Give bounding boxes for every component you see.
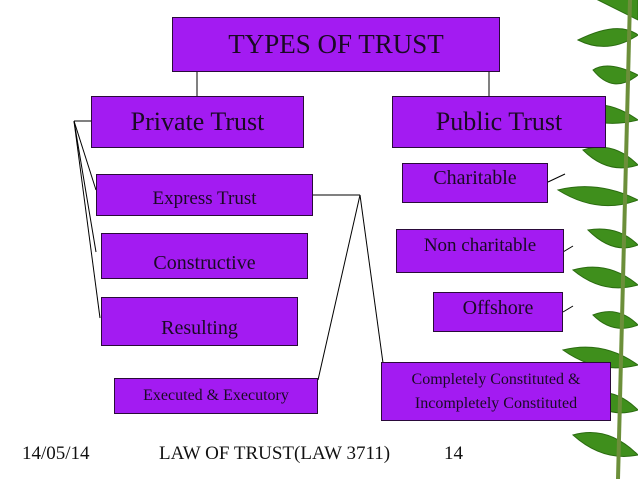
- title-box: TYPES OF TRUST: [172, 17, 500, 72]
- private-trust-box: Private Trust: [91, 96, 304, 148]
- express-trust-label: Express Trust: [153, 189, 257, 210]
- completely-constituted-box: Completely Constituted & Incompletely Co…: [381, 362, 611, 421]
- completely-line2: Incompletely Constituted: [415, 395, 577, 413]
- non-charitable-box: Non charitable: [396, 229, 564, 273]
- leaf: [598, 0, 638, 20]
- footer-date: 14/05/14: [22, 443, 90, 465]
- executed-box: Executed & Executory: [114, 378, 318, 414]
- completely-line1: Completely Constituted &: [412, 371, 581, 389]
- constructive-label: Constructive: [153, 252, 255, 274]
- offshore-box: Offshore: [433, 292, 563, 332]
- non-charitable-label: Non charitable: [424, 236, 536, 257]
- resulting-label: Resulting: [161, 317, 238, 339]
- express-trust-box: Express Trust: [96, 174, 313, 216]
- constructive-box: Constructive: [101, 233, 308, 279]
- resulting-box: Resulting: [101, 297, 298, 346]
- footer-course: LAW OF TRUST(LAW 3711): [159, 443, 390, 465]
- public-trust-label: Public Trust: [436, 108, 562, 137]
- charitable-box: Charitable: [402, 163, 548, 203]
- title-text: TYPES OF TRUST: [228, 30, 444, 60]
- offshore-label: Offshore: [463, 297, 534, 319]
- public-trust-box: Public Trust: [392, 96, 606, 148]
- footer-page-number: 14: [444, 443, 463, 465]
- executed-label: Executed & Executory: [143, 387, 289, 405]
- charitable-label: Charitable: [433, 167, 516, 189]
- private-trust-label: Private Trust: [131, 108, 265, 137]
